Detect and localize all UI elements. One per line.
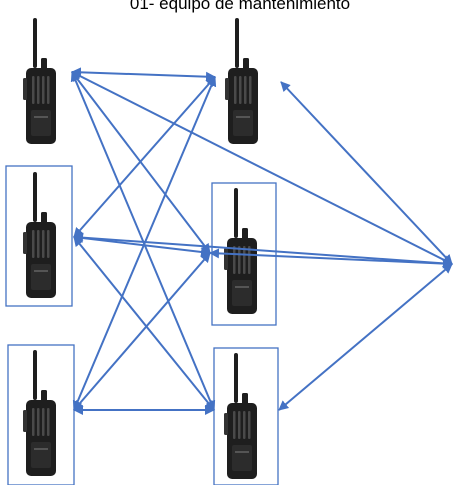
diagram-caption: 01- equipo de mantenimiento [129, 0, 351, 13]
walkie-talkie-icon [23, 350, 56, 476]
connection-arrow-r1-r2 [71, 67, 216, 82]
radio-frame-r5 [7, 344, 75, 485]
connection-arrow-r3-hub [73, 232, 453, 269]
walkie-talkie-icon [225, 18, 258, 144]
connection-arrow-hub-r4 [209, 248, 453, 269]
connection-arrow-r5-r4 [73, 252, 211, 411]
connection-arrow-hub-r2 [280, 81, 453, 265]
connection-arrow-hub-r6 [278, 263, 453, 411]
connection-arrow-r1-r4 [71, 71, 211, 254]
connection-arrow-r3-r6 [73, 236, 215, 411]
walkie-talkie-icon [224, 353, 257, 479]
walkie-talkie-icon [23, 172, 56, 298]
connection-arrow-r1-hub [71, 71, 453, 265]
walkie-talkie-icon [23, 18, 56, 144]
walkie-talkie-icon [224, 188, 257, 314]
radio-frame-r6 [213, 347, 279, 485]
